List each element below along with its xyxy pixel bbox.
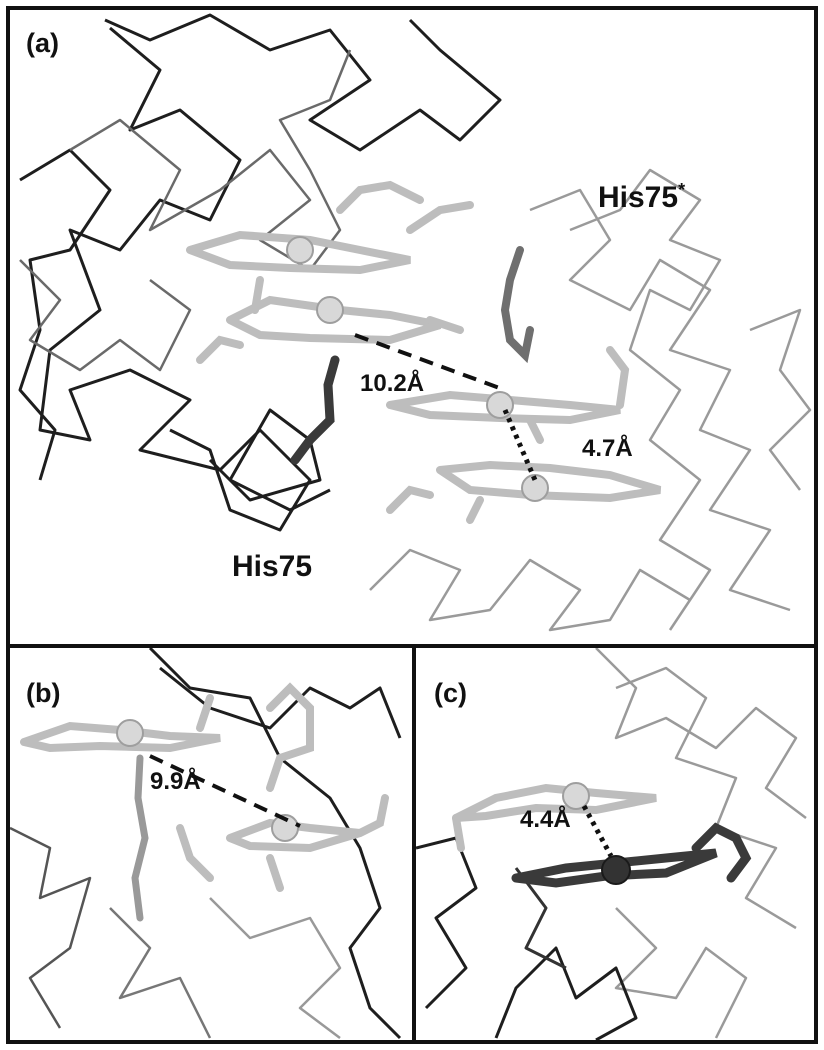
his75-star-label: His75* (598, 180, 685, 215)
panel-a-label: (a) (26, 28, 59, 58)
heme-pair-right (386, 346, 662, 524)
panel-c-label: (c) (434, 678, 467, 708)
backbone-trace-dark (38, 26, 312, 532)
distance-label-4-7: 4.7Å (582, 435, 633, 462)
distance-line-dashed (354, 333, 506, 392)
backbone-trace-mid-b (10, 826, 92, 1029)
backbone-trace-dark-c (416, 836, 478, 1010)
backbone-trace-light (529, 188, 791, 612)
backbone-trace-light-c (595, 648, 807, 819)
his75-star-asterisk: * (678, 180, 686, 200)
heme-iron-c-lower (601, 855, 631, 885)
his75-star-text: His75 (598, 181, 679, 214)
distance-label-4-4: 4.4Å (520, 806, 571, 833)
distance-label-10-2: 10.2Å (360, 370, 425, 397)
panel-b-label: (b) (26, 678, 61, 708)
heme-iron-left-lower (316, 296, 344, 324)
distance-line-dashed-b (149, 754, 301, 828)
distance-label-9-9: 9.9Å (150, 768, 201, 795)
distance-line-dotted (502, 409, 538, 481)
heme-iron-right-upper (486, 391, 514, 419)
heme-iron-b-left (116, 719, 144, 747)
heme-iron-left-upper (286, 236, 314, 264)
panel-c-structure (416, 648, 807, 1040)
heme-c-lower (511, 822, 752, 888)
his75-star-residue (500, 246, 534, 364)
heme-iron-c-upper (562, 782, 590, 810)
heme-c-upper (452, 783, 657, 852)
backbone-trace-mid (69, 49, 352, 272)
panel-b-structure (10, 648, 402, 1040)
heme-pair-b (20, 682, 389, 892)
heme-iron-b-right (271, 814, 299, 842)
his75-label: His75 (232, 550, 313, 583)
backbone-trace-dark-b (148, 648, 402, 1040)
panel-a: (a) His75* 10.2Å 4.7Å His75 (6, 6, 818, 648)
his75-residue (290, 355, 340, 465)
panel-a-structure (18, 13, 812, 632)
distance-line-dotted-c (581, 804, 614, 858)
panel-c: (c) 4.4Å (412, 644, 818, 1044)
panel-b: (b) 9.9Å (6, 644, 416, 1044)
heme-pair-left (186, 180, 474, 364)
heme-axial-b (131, 754, 149, 922)
heme-iron-right-lower (521, 474, 549, 502)
